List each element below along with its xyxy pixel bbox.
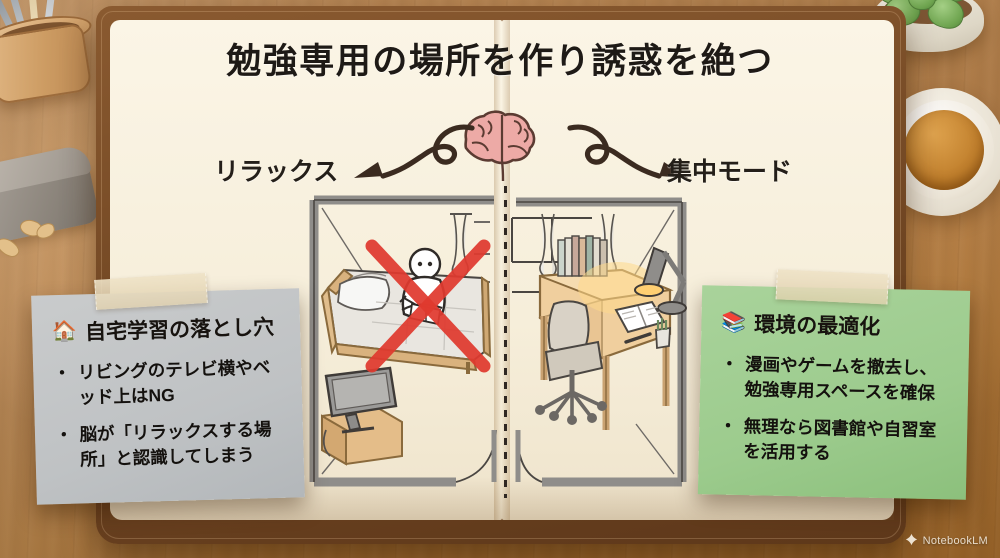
card-bullet-list: ・ 漫画やゲームを撤去し、勉強専用スペースを確保 ・ 無理なら図書館や自習室を活…	[719, 352, 949, 468]
tape-strip	[775, 269, 889, 305]
list-item-text: リビングのテレビ横やベッド上はNG	[77, 357, 271, 408]
list-item-text: 無理なら図書館や自習室を活用する	[743, 415, 937, 463]
focus-mode-label: 集中モード	[667, 158, 793, 186]
dashed-divider	[504, 186, 507, 498]
environment-optimization-card: 📚 環境の最適化 ・ 漫画やゲームを撤去し、勉強専用スペースを確保 ・ 無理なら…	[697, 269, 971, 501]
list-item: ・ 無理なら図書館や自習室を活用する	[719, 413, 948, 467]
tea-liquid	[904, 110, 984, 190]
tape-strip	[94, 272, 208, 310]
list-item-text: 漫画やゲームを撤去し、勉強専用スペースを確保	[744, 354, 938, 403]
home-study-pitfalls-card: 🏠 自宅学習の落とし穴 ・ リビングのテレビ横やベッド上はNG ・ 脳が「リラッ…	[31, 272, 305, 506]
study-room-scene	[506, 192, 706, 492]
notebooklm-logo-icon	[905, 533, 918, 549]
card-bullet-list: ・ リビングのテレビ横やベッド上はNG ・ 脳が「リラックスする場所」と認識して…	[53, 355, 284, 473]
brain-icon	[458, 105, 544, 183]
bullet-marker: ・	[719, 415, 737, 436]
bullet-marker: ・	[53, 362, 72, 384]
notebooklm-watermark: NotebookLM	[905, 533, 988, 549]
cloth-pouch	[0, 143, 110, 269]
bullet-marker: ・	[720, 353, 739, 374]
card-heading: 🏠 自宅学習の落とし穴	[52, 311, 281, 347]
list-item: ・ 脳が「リラックスする場所」と認識してしまう	[55, 416, 284, 472]
books-icon: 📚	[721, 311, 747, 335]
relax-mode-label: リラックス	[214, 158, 339, 186]
house-icon: 🏠	[51, 320, 78, 344]
curly-arrow-right-icon	[566, 118, 706, 190]
card-heading-text: 自宅学習の落とし穴	[84, 316, 275, 345]
bullet-marker: ・	[54, 424, 73, 445]
watermark-label: NotebookLM	[922, 535, 988, 547]
curly-arrow-left-icon	[336, 118, 476, 190]
list-item-text: 脳が「リラックスする場所」と認識してしまう	[79, 418, 272, 470]
card-heading-text: 環境の最適化	[754, 313, 881, 339]
card-heading: 📚 環境の最適化	[721, 308, 950, 343]
bedroom-scene	[306, 192, 502, 492]
list-item: ・ リビングのテレビ横やベッド上はNG	[53, 355, 282, 411]
list-item: ・ 漫画やゲームを撤去し、勉強専用スペースを確保	[720, 352, 949, 406]
page-title: 勉強専用の場所を作り誘惑を絶つ	[226, 42, 774, 81]
